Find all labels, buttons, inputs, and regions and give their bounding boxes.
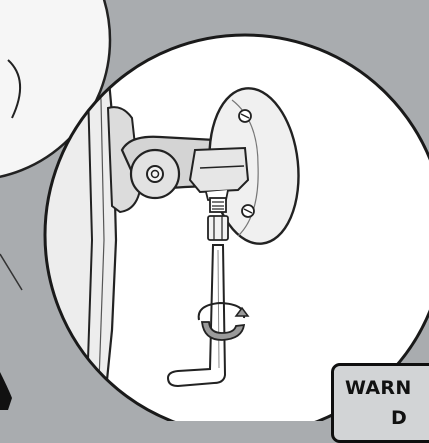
hex-bolt	[207, 197, 229, 241]
swivel-screw	[146, 165, 164, 183]
illustration	[0, 0, 429, 421]
warning-callout: WARN D	[331, 363, 429, 443]
bracket-screw-bottom	[241, 204, 255, 218]
leader-line	[0, 253, 23, 291]
bracket-screw-top	[238, 109, 252, 123]
warning-title: WARN	[345, 377, 412, 399]
warning-text: D	[391, 407, 407, 429]
clamp-block	[188, 146, 250, 194]
corner-fragment	[0, 372, 12, 410]
rotate-arrow-icon	[197, 301, 250, 341]
secondary-lens	[0, 0, 112, 179]
allen-key-icon	[166, 244, 227, 388]
